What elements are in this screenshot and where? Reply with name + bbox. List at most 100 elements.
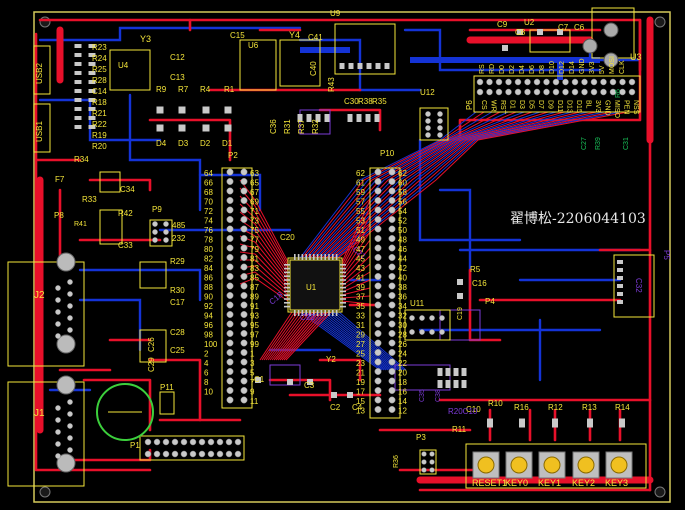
p2-left-pin-number: 68 [204,188,213,197]
label-c9: C9 [497,20,508,29]
bottom-silkscreen [269,109,481,391]
label-p8: P8 [54,211,64,220]
label-usb1: USB1 [35,121,44,142]
label-c31: C31 [623,137,630,150]
label-u11: U11 [410,299,425,308]
p6-bottom-pin-label: MISO [613,100,620,118]
p10-left-pin-number: 29 [356,331,365,340]
label-c41: C41 [308,33,323,42]
label-c27: C27 [581,137,588,150]
label-c22: C22 [300,313,315,322]
p10-right-pin-number: 62 [398,169,407,178]
key-label-0: RESET1 [472,478,507,488]
label-c19: C19 [457,307,464,320]
connector-bodies [7,22,619,487]
p10-right-pin-number: 34 [398,302,407,311]
label-c4: C4 [352,403,363,412]
p6-bottom-pin-label: D15 [575,100,582,113]
p10-right-pin-number: 26 [398,340,407,349]
p6-top-pin-label: D12 [559,61,566,74]
label-c13: C13 [170,73,185,82]
label-r7: R7 [178,85,189,94]
p6-bottom-pin-label: D1 [509,100,516,109]
p10-right-pin-number: 30 [398,321,407,330]
label-r28: R28 [92,76,107,85]
label-r14: R14 [615,403,630,412]
p10-left-pin-number: 25 [356,350,365,359]
label-r35: R35 [372,97,387,106]
p2-right-pin-number: 81 [250,255,259,264]
p6-bottom-pin-label: D11 [556,100,563,112]
p10-left-pin-number: 37 [356,293,365,302]
label-r20b: R20C10 [448,407,478,416]
label-c8: C8 [515,28,526,37]
j1-mount-bottom [56,453,76,473]
p6-bottom-pin-label: RST [499,100,506,115]
p10-left-pin-number: 31 [356,321,365,330]
p6-top-pin-label: D14 [569,61,576,74]
label-c2: C2 [330,403,341,412]
p2-left-pin-number: 66 [204,179,213,188]
mcu-u1 [284,254,346,316]
p10-right-pin-number: 50 [398,226,407,235]
label-c25: C25 [170,346,185,355]
mounting-hole-tr [654,16,666,28]
p10-right-pin-number: 40 [398,274,407,283]
p6-top-pin-label: D8 [539,65,546,74]
p10-left-pin-number: 21 [356,369,365,378]
p10-left-pin-number: 51 [356,226,365,235]
tactile-key-reset1: RESET1 [472,451,507,488]
p10-left-pin-number: 27 [356,340,365,349]
key-label-1: KEY0 [505,478,528,488]
label-d2: D2 [200,139,211,148]
label-c7: C7 [558,23,569,32]
label-p1: P1 [130,441,140,450]
p2-right-pin-number: 89 [250,293,259,302]
p2-right-pin-number: 83 [250,264,259,273]
p10-right-pin-number: 20 [398,369,407,378]
label-u2: U2 [524,18,535,27]
u3-jack-b [603,22,619,38]
label-d3: D3 [178,139,189,148]
label-c12: C12 [170,53,185,62]
p2-left-pin-number: 100 [204,340,218,349]
j2-connector [7,261,85,367]
p2-left-pin-number: 88 [204,283,213,292]
label-p9: P9 [152,205,162,214]
p10-right-pin-number: 32 [398,312,407,321]
p10-left-pin-number: 49 [356,236,365,245]
label-c38: C38 [435,389,442,402]
label-p9_b: 232 [172,234,186,243]
label-c36: C36 [269,119,278,134]
p10-left-pin-number: 41 [356,274,365,283]
label-c6: C6 [574,23,585,32]
p2-left-pin-number: 4 [204,359,209,368]
p2-right-pin-number: 71 [250,207,259,216]
label-r5: R5 [470,265,481,274]
p2-left-pin-number: 6 [204,369,209,378]
label-d4: D4 [156,139,167,148]
p10-left-pin-number: 55 [356,207,365,216]
mounting-hole-tl [39,16,51,28]
p6-bottom-pin-label: PEN [623,100,630,114]
label-u6: U6 [248,41,259,50]
key-label-3: KEY2 [572,478,595,488]
p2-left-pin-number: 94 [204,312,213,321]
p2-left-pin-number: 84 [204,264,213,273]
label-c15: C15 [230,31,245,40]
label-p6: P6 [465,100,474,110]
p10-left-pin-number: 53 [356,217,365,226]
p2-left-pin-number: 80 [204,245,213,254]
label-r11: R11 [452,425,467,434]
p6-top-pin-label: D4 [519,65,526,74]
label-r20: R20 [92,142,107,151]
p10-left-pin-number: 35 [356,302,365,311]
label-y3: Y3 [140,34,151,44]
p2-right-pin-number: 5 [250,369,255,378]
p6-top-pin-label: RD [489,64,496,74]
label-c30: C30 [344,97,359,106]
p10-right-pin-number: 52 [398,217,407,226]
p10-right-pin-number: 36 [398,293,407,302]
